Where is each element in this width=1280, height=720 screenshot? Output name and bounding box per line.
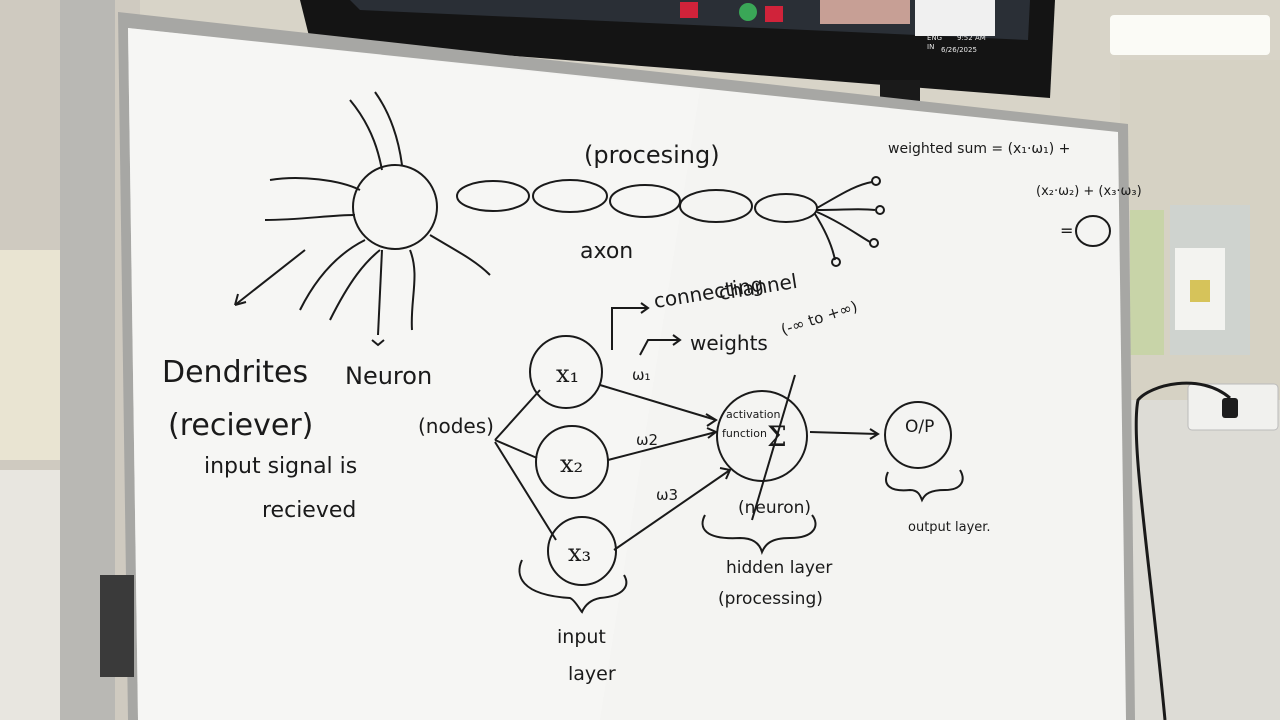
edge-x2 [607, 431, 717, 461]
axon-segment [456, 180, 530, 212]
taskbar-date: 6/26/2025 [941, 46, 977, 54]
axon-segment [532, 179, 608, 213]
nodes-label: (nodes) [418, 414, 494, 438]
output-layer-brace [885, 469, 964, 503]
whiteboard-sheen [128, 28, 700, 720]
weight-w2-label: ω2 [636, 431, 658, 449]
hidden-layer-label-line1: hidden layer [726, 558, 832, 578]
input-node-x1 [529, 335, 603, 409]
poster-left [1130, 210, 1164, 355]
weight-w1-label: ω₁ [632, 366, 651, 384]
dendrite [299, 239, 366, 311]
terminal-bulb [871, 176, 881, 186]
hidden-neuron [716, 390, 808, 482]
dendrites-label: Dendrites [162, 355, 308, 390]
taskbar-region: IN [927, 43, 934, 51]
dendrite [349, 99, 383, 171]
neuron-label: Neuron [345, 362, 432, 390]
neuron-cell-body [352, 164, 438, 250]
receivers-label: (reciever) [168, 408, 313, 443]
dendrite [264, 214, 356, 221]
input-layer-brace [518, 559, 628, 614]
hidden-layer-label-line2: (processing) [718, 589, 823, 609]
input-layer-label-line1: input [557, 626, 606, 648]
output-layer-label: output layer. [908, 520, 991, 535]
taskbar-language: ENG [927, 34, 942, 42]
weighted-sum-line2: (x₂·ω₂) + (x₃·ω₃) [1036, 184, 1142, 199]
dendrite [409, 249, 416, 331]
dendrite-arrow [234, 249, 306, 306]
output-node [884, 401, 952, 469]
dendrite [269, 177, 361, 191]
processing-label: (procesing) [584, 141, 720, 169]
edge-x1 [599, 384, 717, 421]
dendrite [429, 234, 491, 276]
axon-terminal [816, 211, 871, 243]
connecting-channel-pointer [611, 307, 648, 350]
arrowhead [234, 293, 247, 306]
taskbar-app-icon [680, 2, 698, 18]
output-node-label: O/P [905, 417, 934, 437]
weighted-sum-result-circle [1075, 215, 1111, 247]
weight-w3-label: ω3 [656, 486, 678, 504]
input-node-x3 [547, 516, 617, 586]
activation-label: activation [726, 408, 781, 421]
input-signal-line1: input signal is [204, 454, 357, 479]
screen-window-white [915, 0, 995, 36]
dendrite [329, 249, 381, 321]
arrowhead [719, 467, 732, 480]
left-window [0, 250, 70, 460]
hidden-neuron-label: (neuron) [738, 498, 811, 518]
input-layer-label-line2: layer [568, 663, 616, 685]
activation-strike [751, 374, 796, 521]
axon-terminal [816, 208, 876, 211]
axon-label: axon [580, 239, 633, 264]
weighted-sum-line1: weighted sum = (x₁·ω₁) + [888, 141, 1070, 157]
input-signal-line2: recieved [262, 498, 356, 523]
ceiling-light [1110, 15, 1270, 55]
power-plug [1222, 398, 1238, 418]
function-label: function [722, 427, 767, 440]
screen-window-thumb [820, 0, 910, 24]
axon-terminal [814, 213, 836, 261]
node-connectors [494, 389, 557, 541]
axon-terminal [816, 181, 873, 209]
dendrite [374, 91, 403, 166]
input-x2-label: x₂ [560, 450, 583, 478]
board-hinge [100, 575, 134, 677]
terminal-bulb [831, 257, 841, 267]
edge-x3 [613, 469, 731, 551]
power-cable [1134, 381, 1231, 720]
edge-to-output [809, 431, 879, 435]
arrowhead [705, 413, 718, 427]
network-sketch [494, 302, 964, 614]
taskbar-time: 9:52 AM [957, 34, 986, 42]
input-x3-label: x₃ [568, 539, 591, 567]
weighted-sum-equals: = [1060, 221, 1073, 240]
input-node-x2 [535, 425, 609, 499]
chrome-icon [739, 3, 757, 21]
terminal-bulb [875, 205, 885, 215]
sigma-symbol: Σ [767, 420, 787, 453]
hidden-layer-brace [701, 514, 817, 555]
arrowhead [371, 339, 385, 347]
arrowhead [869, 428, 880, 440]
weights-pointer [639, 339, 680, 356]
neuron-sketch [234, 91, 885, 347]
terminal-bulb [869, 238, 879, 248]
arrowhead [640, 302, 650, 314]
arrowhead [672, 334, 682, 346]
axon-segment [609, 184, 681, 218]
taskbar-app-icon-2 [765, 6, 783, 22]
dendrite [377, 249, 383, 336]
input-x1-label: x₁ [556, 360, 579, 388]
arrowhead [706, 427, 718, 439]
right-wall [1120, 400, 1280, 720]
weights-label: weights [690, 331, 768, 355]
poster-emblem [1190, 280, 1210, 302]
axon-segment [679, 189, 753, 223]
